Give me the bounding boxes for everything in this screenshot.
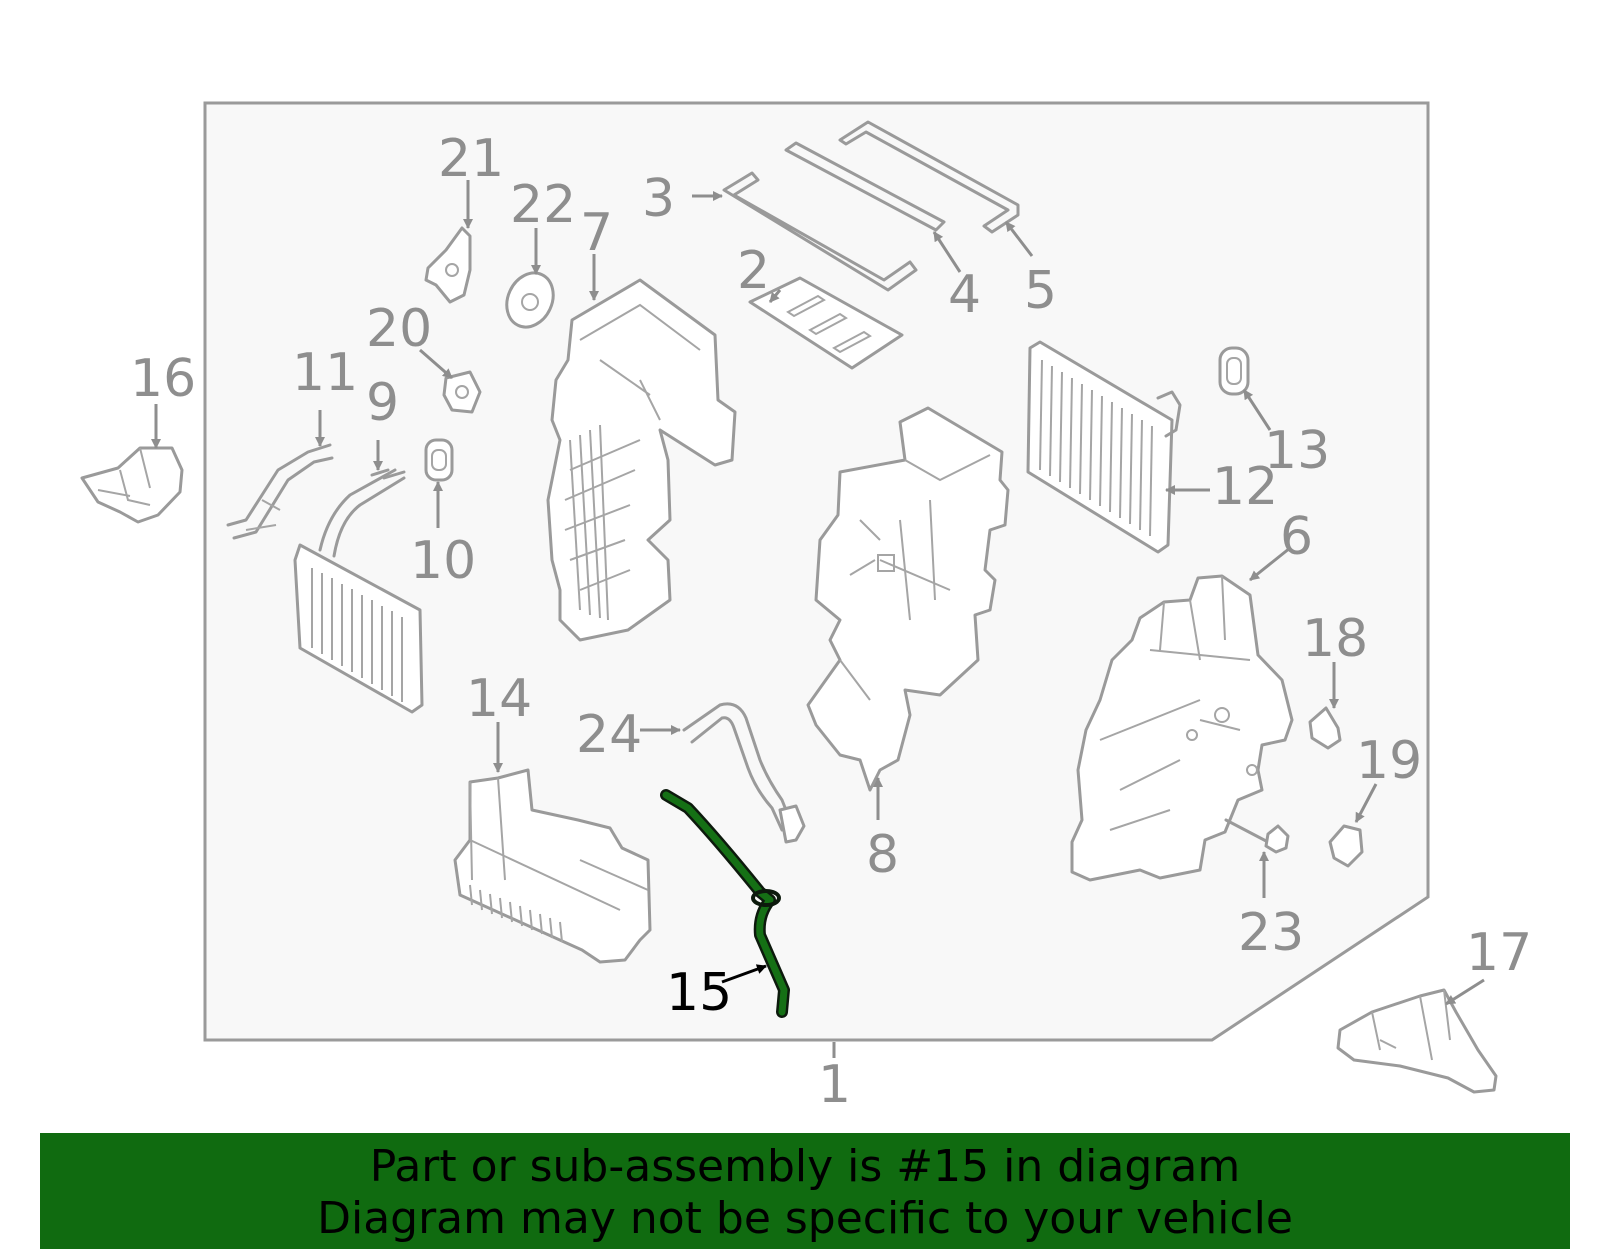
part-2-filter[interactable] bbox=[748, 276, 904, 370]
part-24-hose[interactable] bbox=[682, 702, 806, 844]
label-17: 17 bbox=[1466, 923, 1532, 983]
part-18-clip[interactable] bbox=[1308, 706, 1342, 750]
part-13-gasket[interactable] bbox=[1218, 346, 1250, 396]
label-21: 21 bbox=[438, 129, 504, 189]
part-7-housing[interactable] bbox=[546, 278, 737, 642]
label-15: 15 bbox=[666, 963, 732, 1023]
label-12: 12 bbox=[1212, 457, 1278, 517]
label-5: 5 bbox=[1024, 261, 1057, 321]
label-13: 13 bbox=[1264, 421, 1330, 481]
label-2: 2 bbox=[737, 241, 770, 301]
label-8: 8 bbox=[866, 825, 899, 885]
part-22-motor[interactable] bbox=[498, 265, 562, 334]
callout-arrows bbox=[151, 180, 1485, 1058]
part-20-actuator[interactable] bbox=[442, 370, 482, 414]
part-21-actuator[interactable] bbox=[424, 226, 472, 304]
part-9-heater-core[interactable] bbox=[293, 468, 424, 714]
part-6-housing[interactable] bbox=[1070, 574, 1294, 882]
label-19: 19 bbox=[1356, 731, 1422, 791]
label-1: 1 bbox=[818, 1055, 851, 1115]
label-9: 9 bbox=[366, 373, 399, 433]
part-15-hose-highlighted[interactable] bbox=[660, 789, 790, 1018]
part-23-sensor[interactable] bbox=[1224, 818, 1290, 854]
part-5-frame[interactable] bbox=[838, 120, 1020, 234]
label-14: 14 bbox=[466, 669, 532, 729]
label-4: 4 bbox=[948, 265, 981, 325]
part-11-pipe[interactable] bbox=[226, 443, 334, 540]
label-24: 24 bbox=[576, 705, 642, 765]
label-20: 20 bbox=[366, 299, 432, 359]
banner-line-1: Part or sub-assembly is #15 in diagram bbox=[369, 1141, 1241, 1192]
part-14-case[interactable] bbox=[453, 768, 652, 964]
label-18: 18 bbox=[1302, 609, 1368, 669]
part-19-sensor[interactable] bbox=[1328, 824, 1364, 868]
label-6: 6 bbox=[1280, 507, 1313, 567]
label-23: 23 bbox=[1238, 903, 1304, 963]
info-banner: Part or sub-assembly is #15 in diagram D… bbox=[40, 1133, 1570, 1249]
label-3: 3 bbox=[642, 169, 675, 229]
label-7: 7 bbox=[580, 203, 613, 263]
part-16-duct[interactable] bbox=[80, 446, 184, 524]
label-22: 22 bbox=[510, 175, 576, 235]
part-10-gasket[interactable] bbox=[424, 438, 454, 482]
part-3-seal[interactable] bbox=[722, 171, 918, 292]
part-12-evaporator[interactable] bbox=[1026, 340, 1182, 554]
part-4-strip[interactable] bbox=[784, 141, 946, 232]
label-16: 16 bbox=[130, 349, 196, 409]
parts-diagram: 1 2 3 4 5 6 7 8 9 10 11 12 13 14 15 16 1… bbox=[80, 101, 1532, 1115]
part-17-duct[interactable] bbox=[1336, 988, 1498, 1094]
label-11: 11 bbox=[292, 343, 358, 403]
part-8-housing[interactable] bbox=[806, 406, 1010, 792]
banner-line-2: Diagram may not be specific to your vehi… bbox=[317, 1193, 1293, 1244]
label-10: 10 bbox=[410, 531, 476, 591]
